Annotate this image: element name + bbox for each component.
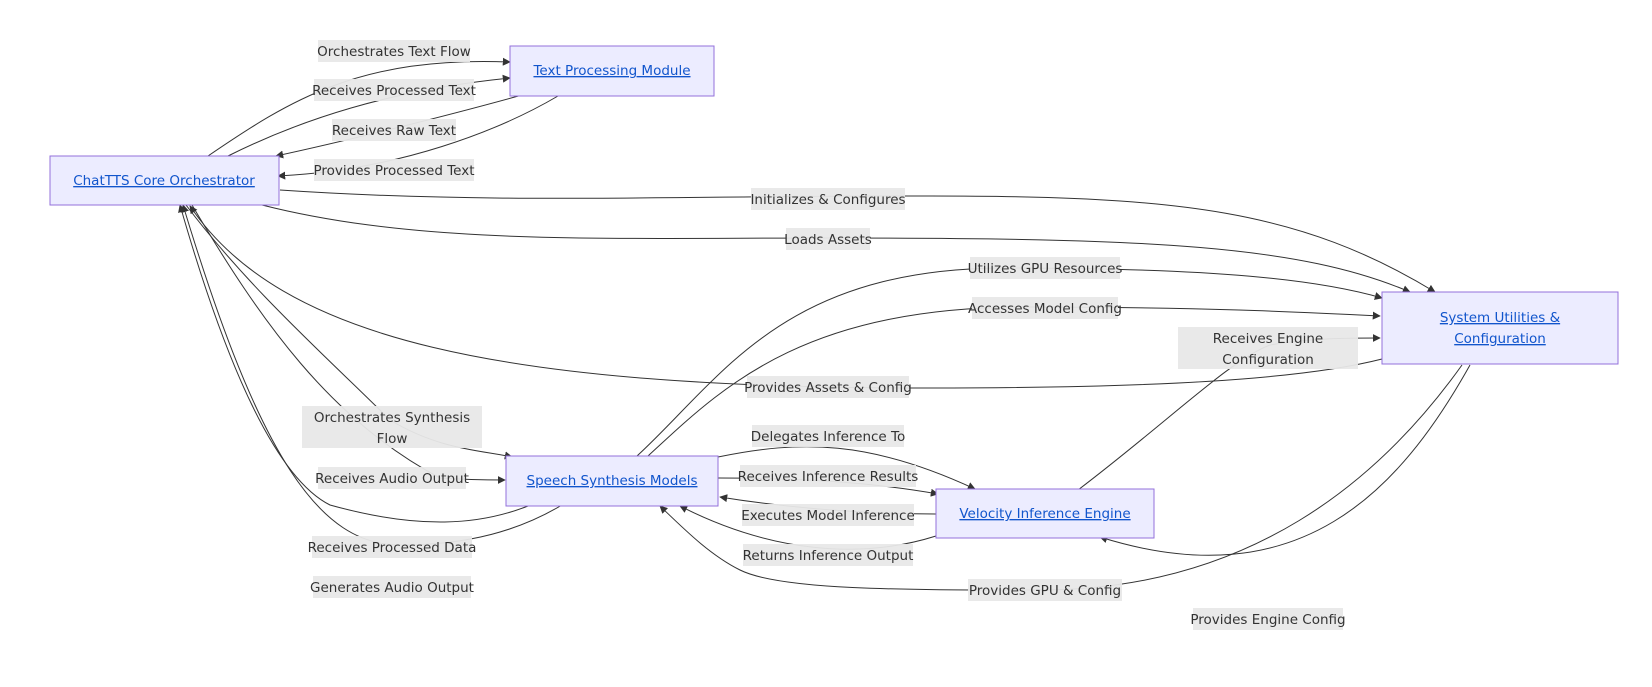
edge-delegates-inference xyxy=(717,446,976,490)
svg-text:Provides GPU & Config: Provides GPU & Config xyxy=(969,583,1121,599)
svg-text:Receives Audio Output: Receives Audio Output xyxy=(315,471,469,487)
label-returns-inference-output: Returns Inference Output xyxy=(743,544,914,566)
edge-receives-processed-data xyxy=(178,204,529,523)
svg-text:Receives Engine: Receives Engine xyxy=(1213,331,1323,347)
label-receives-processed-text: Receives Processed Text xyxy=(312,79,476,101)
svg-text:Delegates Inference To: Delegates Inference To xyxy=(751,429,905,445)
label-receives-engine-config: Receives Engine Configuration xyxy=(1178,327,1358,369)
node-text-processing: Text Processing Module xyxy=(509,45,715,97)
label-receives-audio-output: Receives Audio Output xyxy=(315,467,469,489)
svg-text:Orchestrates Synthesis: Orchestrates Synthesis xyxy=(314,410,470,426)
label-loads-assets: Loads Assets xyxy=(784,228,872,250)
node-velocity-engine: Velocity Inference Engine xyxy=(935,488,1155,539)
label-orchestrates-synthesis: Orchestrates Synthesis Flow xyxy=(302,406,482,448)
svg-text:Loads Assets: Loads Assets xyxy=(784,232,872,248)
node-utilities: System Utilities & Configuration xyxy=(1381,291,1619,365)
svg-text:Accesses Model Config: Accesses Model Config xyxy=(968,301,1122,317)
label-accesses-model-config: Accesses Model Config xyxy=(968,297,1122,319)
edge-generates-audio-output xyxy=(181,204,563,546)
edge-orchestrates-synthesis xyxy=(185,204,513,460)
label-executes-model-inference: Executes Model Inference xyxy=(741,504,915,526)
node-utilities-link-line2[interactable]: Configuration xyxy=(1454,331,1546,347)
label-utilizes-gpu: Utilizes GPU Resources xyxy=(968,257,1123,279)
label-provides-engine-config: Provides Engine Config xyxy=(1190,608,1346,630)
edge-labels: Orchestrates Text Flow Receives Processe… xyxy=(302,40,1358,630)
label-orchestrates-text-flow: Orchestrates Text Flow xyxy=(317,40,471,62)
svg-text:Utilizes GPU Resources: Utilizes GPU Resources xyxy=(968,261,1123,277)
label-delegates-inference: Delegates Inference To xyxy=(751,425,905,447)
svg-text:Provides Assets & Config: Provides Assets & Config xyxy=(744,380,912,396)
svg-text:Returns Inference Output: Returns Inference Output xyxy=(743,548,914,564)
label-generates-audio-output: Generates Audio Output xyxy=(310,576,474,598)
edge-orchestrates-text-flow xyxy=(207,57,511,157)
svg-text:Configuration: Configuration xyxy=(1222,352,1314,368)
label-receives-processed-data: Receives Processed Data xyxy=(308,536,477,558)
nodes: ChatTTS Core Orchestrator Text Processin… xyxy=(49,45,1619,539)
svg-text:Orchestrates Text Flow: Orchestrates Text Flow xyxy=(317,44,471,60)
svg-text:Receives Inference Results: Receives Inference Results xyxy=(738,469,919,485)
node-speech-models-link[interactable]: Speech Synthesis Models xyxy=(527,473,698,489)
svg-text:Provides Engine Config: Provides Engine Config xyxy=(1190,612,1345,628)
node-orchestrator-link[interactable]: ChatTTS Core Orchestrator xyxy=(73,173,255,189)
label-receives-inference-results: Receives Inference Results xyxy=(738,465,919,487)
node-text-processing-link[interactable]: Text Processing Module xyxy=(532,63,690,79)
label-provides-assets-config: Provides Assets & Config xyxy=(744,376,912,398)
label-receives-raw-text: Receives Raw Text xyxy=(332,119,456,141)
node-velocity-engine-link[interactable]: Velocity Inference Engine xyxy=(959,506,1130,522)
svg-text:Generates Audio Output: Generates Audio Output xyxy=(310,580,474,596)
edge-initializes-configures xyxy=(279,189,1436,293)
svg-text:Receives Processed Text: Receives Processed Text xyxy=(312,83,476,99)
svg-text:Receives Processed Data: Receives Processed Data xyxy=(308,540,477,556)
node-utilities-link-line1[interactable]: System Utilities & xyxy=(1440,310,1561,326)
node-speech-models: Speech Synthesis Models xyxy=(505,455,719,507)
svg-text:Flow: Flow xyxy=(377,431,408,447)
svg-text:Executes Model Inference: Executes Model Inference xyxy=(741,508,915,524)
svg-text:Initializes & Configures: Initializes & Configures xyxy=(750,192,905,208)
edge-provides-engine-config xyxy=(1099,364,1471,556)
node-orchestrator: ChatTTS Core Orchestrator xyxy=(49,155,280,206)
label-provides-processed-text: Provides Processed Text xyxy=(313,159,475,181)
label-initializes-configures: Initializes & Configures xyxy=(750,188,906,210)
label-provides-gpu-config: Provides GPU & Config xyxy=(968,579,1122,601)
svg-text:Provides Processed Text: Provides Processed Text xyxy=(313,163,474,179)
svg-text:Receives Raw Text: Receives Raw Text xyxy=(332,123,456,139)
